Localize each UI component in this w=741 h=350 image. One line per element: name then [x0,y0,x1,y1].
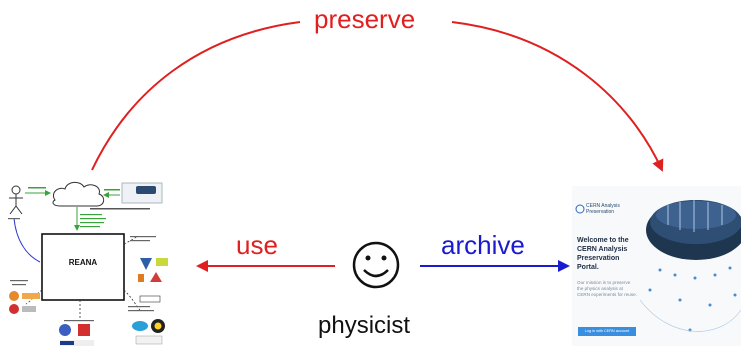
reana-diagram [8,181,168,346]
preserve-arrow-left [91,21,301,171]
physicist-label: physicist [318,312,411,339]
preserve-arrow-right [451,21,664,172]
use-label: use [236,230,278,260]
cloud-icon [52,181,105,207]
portal-welcome-title: Welcome to the CERN Analysis Preservatio… [577,237,629,271]
preserve-label: preserve [314,4,416,34]
reana-box [41,233,125,301]
user-icon [9,185,23,215]
smiley-face-icon [352,241,400,289]
portal-login-button[interactable]: Log in with CERN account [584,329,630,333]
portal-logo-text: CERN Analysis Preservation [586,203,620,215]
reana-box-title: REANA [68,258,98,267]
archive-label: archive [441,230,525,260]
portal-body-text: Our mission is to preserve the physics a… [577,280,637,297]
portal-screenshot [572,186,741,346]
